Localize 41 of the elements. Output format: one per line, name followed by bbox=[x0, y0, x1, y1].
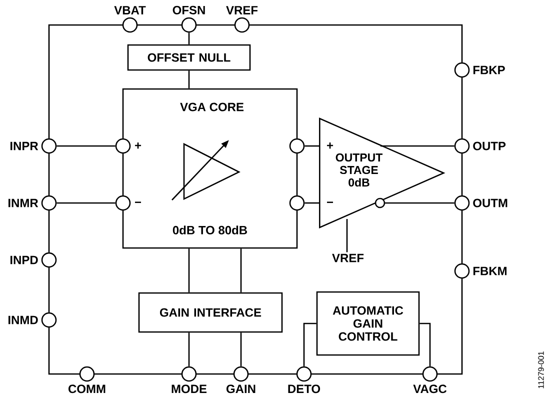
polarity-sign: + bbox=[135, 142, 142, 149]
block-box: GAIN INTERFACE bbox=[138, 292, 283, 333]
polarity-sign: − bbox=[327, 202, 333, 203]
node-label: INPD bbox=[10, 256, 38, 264]
connector-line bbox=[188, 332, 190, 366]
node-label: VAGC bbox=[413, 384, 447, 394]
pin-label: VREF bbox=[332, 254, 364, 262]
polarity-sign: − bbox=[135, 202, 141, 203]
connector-line bbox=[56, 145, 116, 147]
node-label: INMR bbox=[8, 198, 38, 208]
terminal-circle bbox=[115, 138, 131, 154]
node-label: FBKP bbox=[473, 66, 505, 74]
connector-line bbox=[303, 322, 316, 366]
connector-line bbox=[420, 322, 431, 366]
node-label: VREF bbox=[226, 6, 258, 14]
node-label: COMM bbox=[68, 384, 106, 394]
node-label: VBAT bbox=[114, 6, 146, 14]
connector-line bbox=[56, 202, 116, 204]
terminal-circle bbox=[289, 195, 305, 211]
terminal-circle bbox=[289, 138, 305, 154]
connector-line bbox=[188, 70, 190, 88]
block-box: AUTOMATIC GAIN CONTROL bbox=[316, 291, 420, 356]
node-label: INPR bbox=[10, 142, 38, 150]
node-label: MODE bbox=[172, 384, 207, 394]
connector-line bbox=[240, 248, 242, 292]
node-label: OUTP bbox=[473, 142, 506, 150]
connector-line bbox=[304, 202, 319, 204]
terminal-circle bbox=[115, 195, 131, 211]
connector-line bbox=[304, 145, 319, 147]
polarity-sign: + bbox=[327, 142, 334, 149]
node-label: OFSN bbox=[172, 6, 205, 14]
node-label: INMD bbox=[8, 316, 38, 324]
node-label: FBKM bbox=[473, 266, 506, 276]
node-label: GAIN bbox=[226, 384, 256, 394]
node-label: OUTM bbox=[473, 198, 508, 208]
connector-line bbox=[188, 32, 190, 44]
figure-number: 11279-001 bbox=[538, 352, 544, 388]
connector-line bbox=[188, 248, 190, 292]
connector-line bbox=[240, 332, 242, 366]
node-label: DETO bbox=[288, 384, 320, 394]
block-box: OFFSET NULL bbox=[127, 44, 251, 71]
